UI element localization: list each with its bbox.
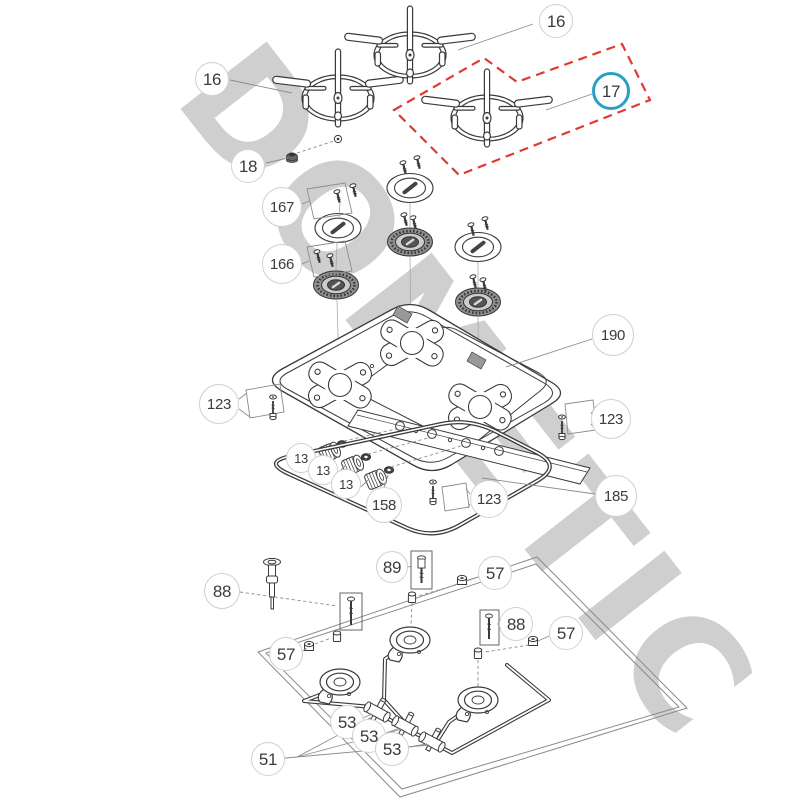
callout-158: 158 — [366, 487, 402, 523]
callout-label: 123 — [206, 395, 232, 413]
screw-set-88-left — [339, 592, 363, 631]
grate-foot — [286, 134, 343, 163]
callout-57: 57 — [478, 556, 512, 590]
callout-53: 53 — [375, 732, 409, 766]
callout-label: 53 — [337, 712, 357, 732]
callout-123: 123 — [199, 384, 239, 424]
callout-label: 57 — [485, 563, 505, 583]
valve-spindle — [263, 557, 281, 610]
callout-89: 89 — [376, 551, 408, 583]
callout-185: 185 — [595, 475, 637, 517]
callout-label: 53 — [382, 739, 402, 759]
callout-57: 57 — [549, 616, 583, 650]
callout-label: 166 — [269, 255, 295, 273]
grate-right-part17 — [420, 68, 554, 148]
callout-label: 88 — [212, 581, 232, 601]
callout-166: 166 — [262, 244, 302, 284]
selection-box — [392, 42, 652, 177]
callout-88: 88 — [499, 607, 533, 641]
callout-label: 16 — [546, 11, 566, 31]
callout-label: 123 — [598, 410, 624, 428]
callout-88: 88 — [204, 573, 240, 609]
callout-label: 18 — [238, 156, 258, 176]
callout-label: 13 — [316, 462, 330, 478]
callout-123: 123 — [470, 480, 508, 518]
callout-label: 123 — [476, 490, 502, 508]
callout-label: 53 — [359, 726, 379, 746]
callout-16: 16 — [195, 62, 229, 96]
injector-89 — [410, 550, 433, 590]
callout-label: 13 — [339, 476, 353, 492]
callout-51: 51 — [251, 742, 285, 776]
callout-label: 13 — [294, 450, 308, 466]
callout-label: 88 — [506, 614, 526, 634]
callout-167: 167 — [262, 187, 302, 227]
callout-label: 167 — [269, 198, 295, 216]
callout-label: 57 — [556, 623, 576, 643]
callout-13: 13 — [331, 469, 361, 499]
callout-13: 13 — [308, 455, 338, 485]
callout-123: 123 — [591, 399, 631, 439]
callout-label: 51 — [258, 749, 278, 769]
callout-16: 16 — [539, 4, 573, 38]
callout-label: 89 — [382, 557, 402, 577]
callout-label: 185 — [603, 487, 629, 505]
grate-top — [343, 5, 477, 85]
leader-lines-dashed — [239, 140, 530, 687]
callout-label: 158 — [371, 496, 397, 514]
callout-190: 190 — [592, 314, 634, 356]
callout-label: 190 — [600, 326, 626, 344]
callout-label: 57 — [276, 644, 296, 664]
callout-label: 17 — [601, 81, 621, 101]
seal-gasket-frame — [273, 420, 552, 536]
callout-17-highlighted: 17 — [592, 72, 630, 110]
callout-18: 18 — [231, 149, 265, 183]
control-bracket — [347, 409, 591, 485]
callout-label: 16 — [202, 69, 222, 89]
screw-set-88-right — [479, 609, 500, 646]
callout-57: 57 — [269, 637, 303, 671]
